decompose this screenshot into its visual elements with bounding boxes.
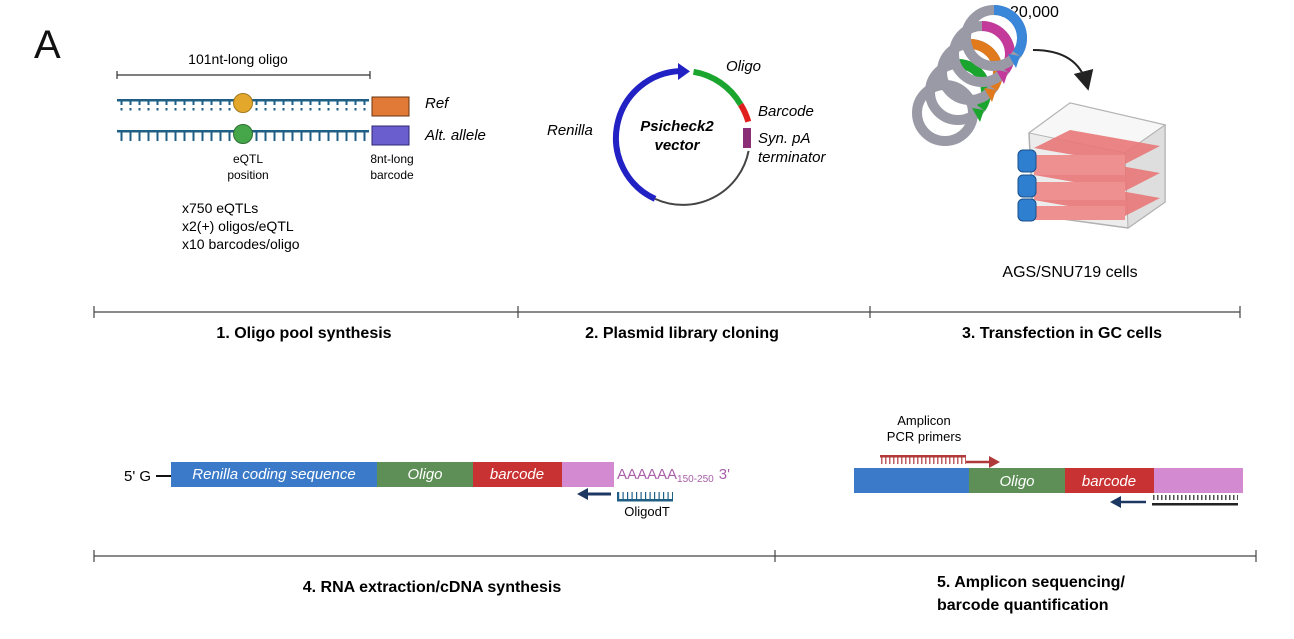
cell-line-label: AGS/SNU719 cells xyxy=(1002,264,1137,281)
plasmid-barcode-label: Barcode xyxy=(758,103,814,120)
step1-title: 1. Oligo pool synthesis xyxy=(216,325,391,342)
oligo-segment xyxy=(692,68,744,107)
renilla-block-label: Renilla coding sequence xyxy=(192,466,355,483)
step4-title: 4. RNA extraction/cDNA synthesis xyxy=(303,579,562,596)
utr-block xyxy=(562,462,614,487)
count-oligos: x2(+) oligos/eQTL xyxy=(182,218,294,234)
oligo-length-bracket xyxy=(116,71,371,79)
oligo-length-label: 101nt-long oligo xyxy=(188,51,288,67)
forward-primer-arrow xyxy=(966,456,1000,468)
alt-snp-marker xyxy=(233,124,253,144)
eqtl-position-label-line2: position xyxy=(227,168,268,182)
amplicon-barcode-label: barcode xyxy=(1082,473,1136,490)
step3-title: 3. Transfection in GC cells xyxy=(962,325,1162,342)
plasmid-backbone xyxy=(654,150,750,206)
renilla-segment xyxy=(613,68,681,202)
amplicon-oligo-block xyxy=(969,468,1065,493)
primers-label-line1: Amplicon xyxy=(897,413,950,428)
five-prime-label: 5' G xyxy=(124,468,151,485)
amplicon-renilla-block xyxy=(854,468,969,493)
ref-label: Ref xyxy=(425,95,450,112)
plasmid-library-stack xyxy=(912,5,1028,146)
terminator-label-line2: terminator xyxy=(758,149,827,166)
step5-title-line1: 5. Amplicon sequencing/ xyxy=(937,574,1125,591)
top-step-timeline xyxy=(93,306,1241,318)
alt-oligo xyxy=(117,124,410,146)
alt-barcode-block xyxy=(371,125,410,146)
barcode-length-label-line1: 8nt-long xyxy=(370,152,413,166)
eqtl-position-label-line1: eQTL xyxy=(233,152,263,166)
panel-label: A xyxy=(34,23,61,67)
oligodt-primer xyxy=(617,492,673,502)
bottom-step-timeline xyxy=(93,550,1257,562)
reverse-primer xyxy=(1152,495,1238,506)
plasmid-oligo-label: Oligo xyxy=(726,58,761,75)
plasmid-map xyxy=(613,63,752,206)
ref-barcode-block xyxy=(371,96,410,117)
terminator-label-line1: Syn. pA xyxy=(758,130,811,147)
oligo-block xyxy=(377,462,473,487)
barcode-segment xyxy=(738,102,752,123)
ref-oligo xyxy=(117,93,410,117)
rt-direction-arrow xyxy=(577,488,611,500)
amplicon-oligo-label: Oligo xyxy=(999,473,1034,490)
count-eqtls: x750 eQTLs xyxy=(182,200,258,216)
step2-title: 2. Plasmid library cloning xyxy=(585,325,779,342)
cell-culture-flasks xyxy=(1017,102,1167,229)
oligodt-label: OligodT xyxy=(624,504,670,519)
barcode-length-label-line2: barcode xyxy=(370,168,414,182)
step5-title-line2: barcode quantification xyxy=(937,597,1109,614)
amplicon-barcode-block xyxy=(1065,468,1154,493)
amplicon-utr-block xyxy=(1154,468,1243,493)
barcode-block-label: barcode xyxy=(490,466,544,483)
reverse-primer-arrow xyxy=(1110,496,1146,508)
barcode-block xyxy=(473,462,562,487)
oligo-block-label: Oligo xyxy=(407,466,442,483)
count-barcodes: x10 barcodes/oligo xyxy=(182,236,300,252)
primers-label-line2: PCR primers xyxy=(887,429,962,444)
vector-name-line2: vector xyxy=(654,137,700,154)
alt-label: Alt. allele xyxy=(424,127,486,144)
ref-snp-marker xyxy=(233,93,253,113)
flask-cap xyxy=(1017,149,1037,173)
renilla-arrowhead xyxy=(678,63,690,80)
flask-cap xyxy=(1017,198,1037,222)
flask-cap xyxy=(1017,174,1037,198)
renilla-label: Renilla xyxy=(547,122,593,139)
vector-name-line1: Psicheck2 xyxy=(640,118,714,135)
transfection-arrow xyxy=(1032,49,1094,91)
renilla-block xyxy=(171,462,377,487)
plasmid-copy xyxy=(961,5,1028,71)
forward-primer xyxy=(880,455,966,466)
terminator-block xyxy=(743,128,751,148)
